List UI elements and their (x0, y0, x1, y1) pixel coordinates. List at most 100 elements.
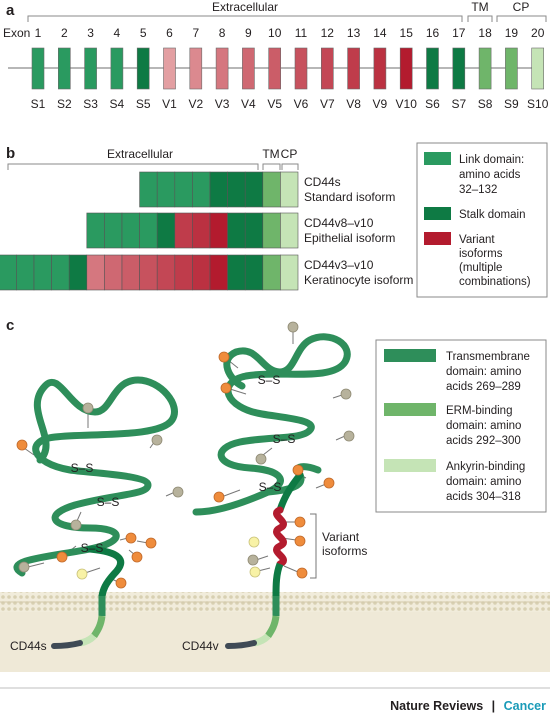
cd44v-disulfide-1: S–S (258, 373, 281, 387)
cd44s-erm-segment (91, 615, 106, 638)
cd44s-disulfide-2: S–S (97, 495, 120, 509)
bracket-b-cp (281, 163, 299, 170)
legend-c-erm-text: ERM-binding domain: amino acids 292–300 (446, 405, 525, 447)
legend-b-stalk-text: Stalk domain (459, 209, 525, 221)
isoform-3-block-2 (16, 254, 35, 291)
isoform-3-block-8 (121, 254, 140, 291)
isoform-1-block-7 (244, 171, 264, 208)
exon-20-name: S10 (527, 97, 549, 111)
exon-4-number: 4 (114, 26, 121, 40)
legend-b-link-line3: 32–132 (459, 184, 497, 196)
exon-10-name: V5 (267, 97, 282, 111)
legend-b-swatch-variant (424, 232, 451, 245)
region-cp-label: CP (513, 0, 530, 14)
exon-15-name: V10 (396, 97, 418, 111)
region-b-tm-label: TM (262, 147, 279, 161)
cd44v-erm-segment (265, 615, 280, 638)
isoform-3-block-14 (227, 254, 246, 291)
region-extracellular-label: Extracellular (212, 0, 278, 14)
isoform-1-block-4 (192, 171, 211, 208)
bracket-cp (496, 15, 547, 22)
legend-c-swatch-erm (384, 403, 436, 416)
variant-label-line2: isoforms (322, 544, 367, 558)
isoform-2-block-11 (262, 212, 281, 249)
region-b-cp-label: CP (281, 147, 298, 161)
exon-4-block (110, 47, 124, 90)
panel-c: c (0, 317, 550, 672)
exon-7-block (189, 47, 203, 90)
legend-c-box (375, 339, 547, 513)
exon-6-block (163, 47, 176, 90)
isoform-3-block-16 (262, 254, 281, 291)
bracket-b-tm (262, 163, 281, 170)
exon-17-name: S7 (451, 97, 466, 111)
panel-a: a Extracellular TM CP Exon 1S12S23S34S45… (3, 0, 549, 111)
exon-14-name: V9 (373, 97, 388, 111)
isoform-1-description: Standard isoform (304, 190, 395, 204)
legend-c-ank-line3: acids 304–318 (446, 491, 521, 503)
cd44s-tail (51, 640, 83, 649)
exon-5-name: S5 (136, 97, 151, 111)
exon-3-number: 3 (87, 26, 94, 40)
legend-c-tm-line3: acids 269–289 (446, 381, 521, 393)
isoform-1-block-5 (209, 171, 228, 208)
isoform-3-block-15 (244, 254, 264, 291)
footer-journal: Nature Reviews (390, 699, 483, 713)
cd44v-glycans (213, 321, 355, 579)
isoform-2-block-9 (227, 212, 246, 249)
exon-14-block (373, 47, 387, 90)
exon-16-number: 16 (426, 26, 440, 40)
bracket-tm (467, 15, 493, 22)
isoform-2-block-12 (280, 212, 299, 249)
exon-12-block (320, 47, 334, 90)
exon-2-block (57, 47, 71, 90)
exon-1-number: 1 (35, 26, 42, 40)
exon-6-number: 6 (166, 26, 173, 40)
isoform-3-block-17 (280, 254, 299, 291)
isoform-2-block-3 (121, 212, 140, 249)
legend-c-transmembrane-text: Transmembrane domain: amino acids 269–28… (446, 351, 533, 393)
bracket-b-extracellular (7, 163, 259, 170)
isoform-3-block-11 (174, 254, 193, 291)
exon-9-number: 9 (245, 26, 252, 40)
variant-bracket (310, 513, 317, 579)
cd44s-molecule: S–S S–S S–S CD44s (10, 376, 184, 653)
cd44s-disulfide-1: S–S (71, 461, 94, 475)
panel-b-letter: b (6, 145, 15, 162)
isoform-1-block-8 (262, 171, 281, 208)
legend-b-variant-line3: (multiple (459, 262, 502, 274)
isoform-3-block-4 (51, 254, 70, 291)
isoform-3-block-3 (33, 254, 52, 291)
isoform-3-block-13 (209, 254, 228, 291)
isoform-1-block-3 (174, 171, 193, 208)
exon-19-name: S9 (504, 97, 519, 111)
isoform-3-block-9 (139, 254, 158, 291)
exon-18-name: S8 (478, 97, 493, 111)
panel-a-letter: a (6, 2, 15, 19)
legend-c-erm-line3: acids 292–300 (446, 435, 521, 447)
legend-b-swatch-link (424, 152, 451, 165)
exon-11-number: 11 (295, 26, 308, 40)
legend-b-swatch-stalk (424, 207, 451, 220)
legend-c-tm-line2: domain: amino (446, 366, 521, 378)
legend-c-ank-line1: Ankyrin-binding (446, 461, 525, 473)
footer-subject: Cancer (504, 699, 547, 713)
exon-13-name: V8 (346, 97, 361, 111)
cd44v-stalk-lower (272, 562, 284, 597)
isoform-2-block-5 (156, 212, 176, 249)
exon-11-block (294, 47, 308, 90)
exon-12-number: 12 (321, 26, 335, 40)
exon-18-number: 18 (478, 26, 492, 40)
isoform-3-name: CD44v3–v10 (304, 258, 374, 272)
cd44v-molecule: S–S S–S S–S Variant isoforms CD44v (182, 321, 367, 653)
bracket-extracellular (27, 15, 463, 22)
footer: Nature Reviews | Cancer (0, 687, 550, 713)
exon-20-block (531, 47, 545, 90)
legend-c-ank-line2: domain: amino (446, 476, 521, 488)
exon-10-number: 10 (268, 26, 282, 40)
exon-9-block (242, 47, 255, 90)
